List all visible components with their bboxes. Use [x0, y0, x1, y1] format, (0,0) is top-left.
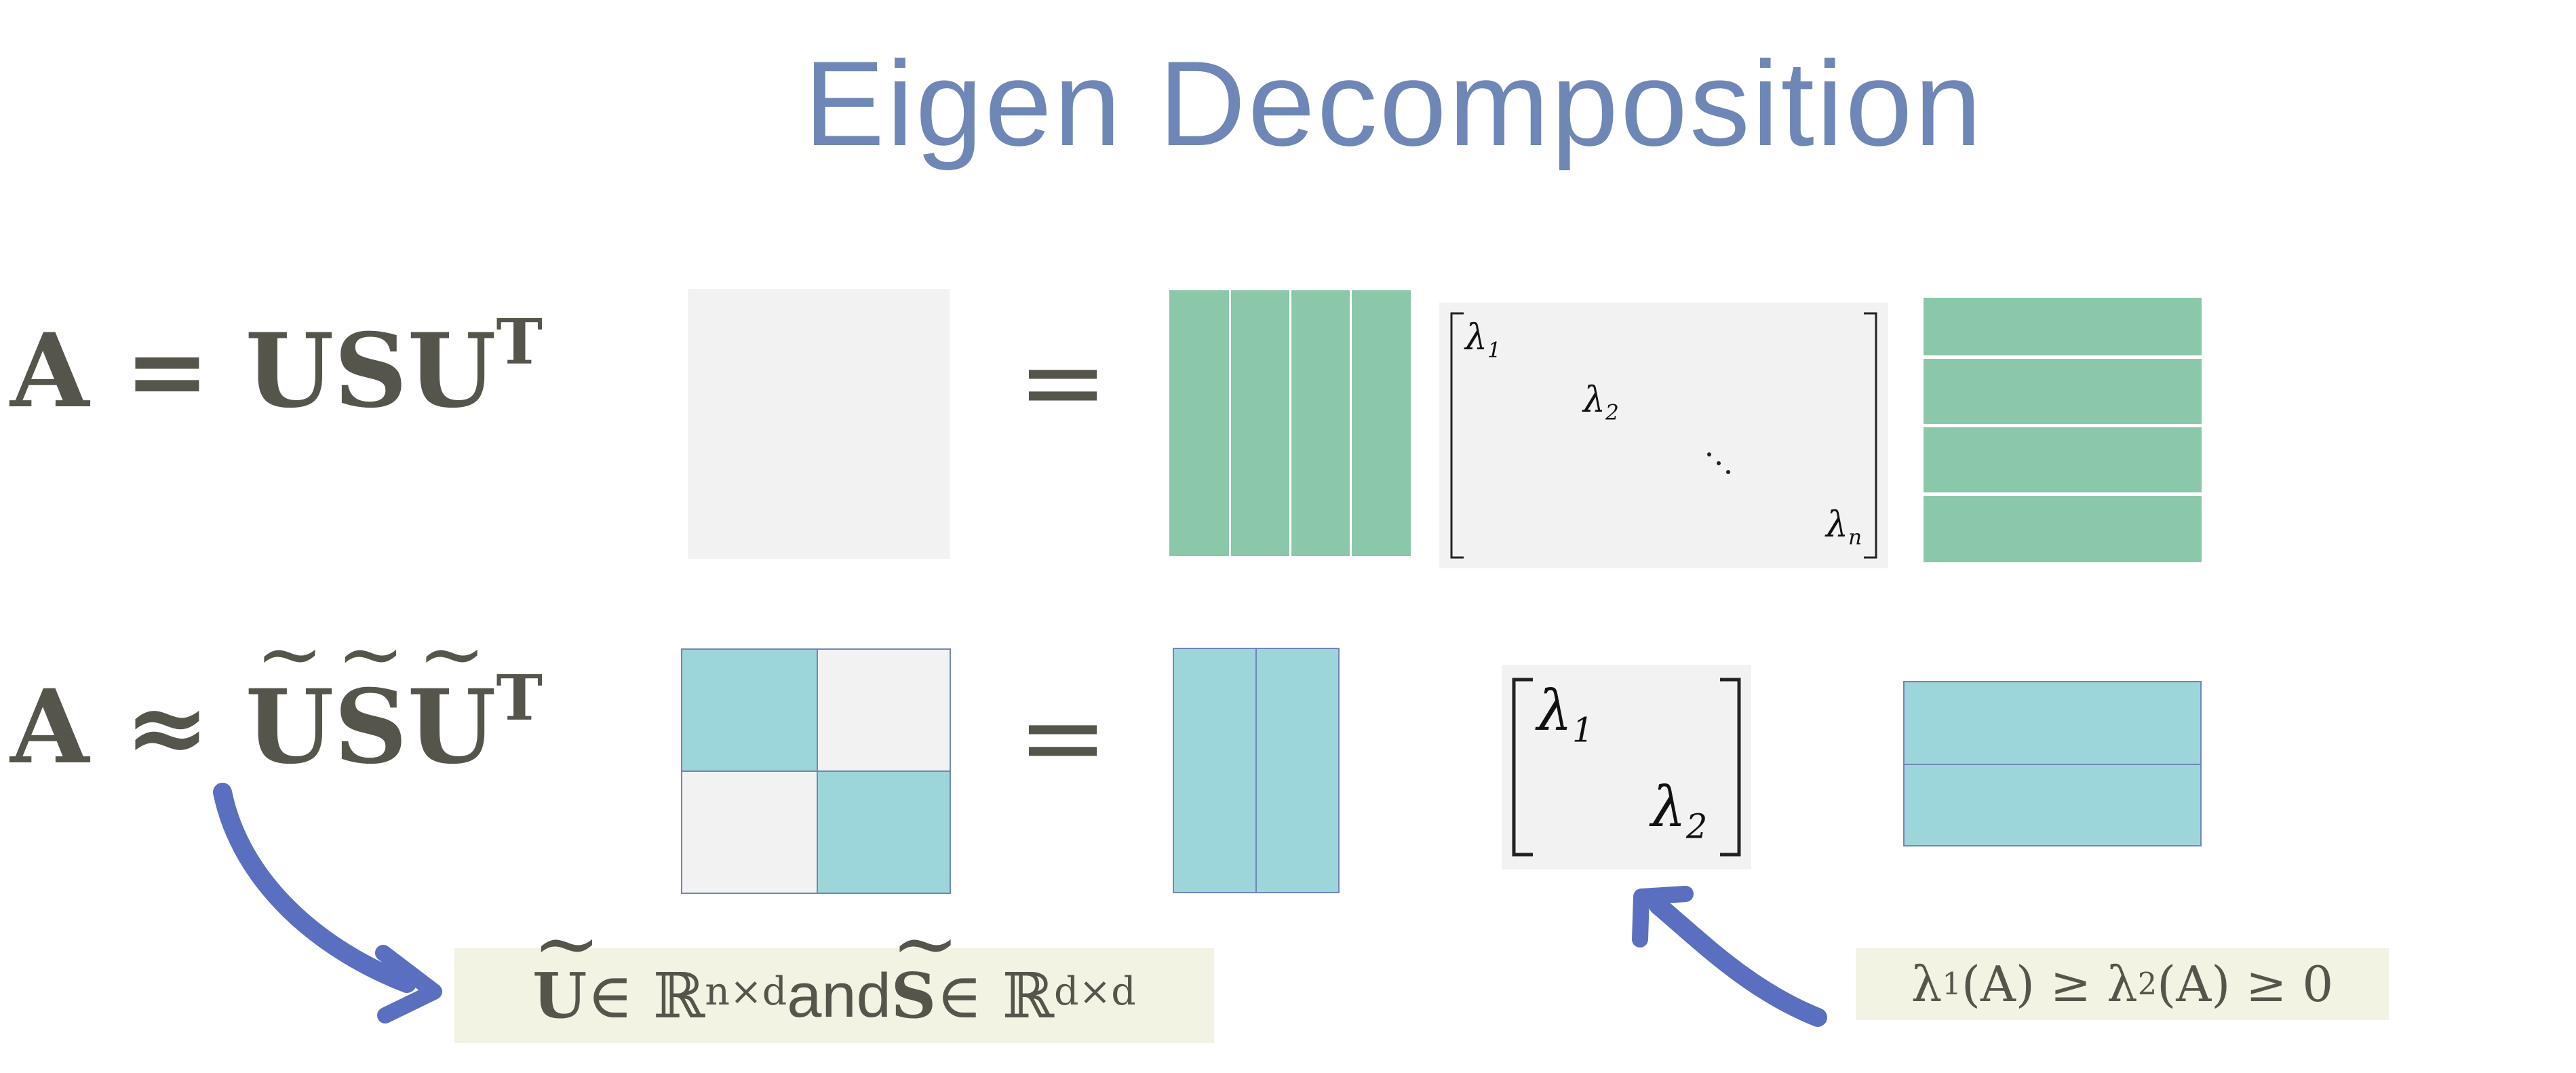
block-bottom-right	[817, 772, 950, 893]
column-divider	[1255, 649, 1257, 892]
transpose-superscript: T	[496, 661, 543, 735]
note-dimensions: U ∈ ℝn×d and S ∈ ℝd×d	[454, 897, 1214, 1043]
inequality-text: (A) ≥ 0	[2157, 956, 2334, 1013]
block-top-left	[682, 650, 817, 770]
column-divider	[1350, 290, 1352, 556]
equals-sign-1: =	[1017, 318, 1109, 445]
s-tilde: S	[334, 614, 408, 778]
matrix-brackets	[1450, 312, 1877, 559]
matrix-u-columns	[1169, 290, 1411, 556]
lambda-n-label: λn	[1826, 505, 1862, 550]
matrix-a-blocks	[681, 648, 951, 894]
equation-approx: A ≈ USUT	[10, 614, 543, 778]
matrix-ut-rows	[1924, 298, 2202, 562]
equation-full: A = USUT	[10, 311, 543, 422]
matrix-s-diagonal: λ1 λ2 λn	[1439, 303, 1888, 568]
ellipsis-dot	[1717, 461, 1721, 465]
matrix-a-full	[688, 289, 950, 559]
dimension-n-by-d: n×d	[705, 969, 787, 1014]
equation-full-main: A = USU	[10, 311, 496, 431]
page-title: Eigen Decomposition	[804, 36, 1984, 171]
block-divider-h	[682, 770, 950, 772]
row-divider	[1924, 355, 2202, 359]
block-bottom-left	[682, 772, 817, 893]
matrix-ut-tilde	[1903, 681, 2202, 846]
set-membership: ∈ ℝ	[587, 959, 705, 1032]
ellipsis-dot	[1707, 452, 1711, 456]
column-divider	[1229, 290, 1231, 556]
conjunction-text: and	[787, 960, 891, 1030]
arrow-left-icon	[213, 783, 442, 1023]
matrix-u-tilde	[1173, 648, 1340, 893]
subscript: 1	[1942, 967, 1962, 1002]
u-tilde: U	[246, 614, 334, 778]
subscript: 2	[2137, 967, 2158, 1002]
transpose-superscript: T	[496, 305, 543, 378]
matrix-brackets	[1512, 678, 1741, 857]
equals-sign-2: =	[1017, 674, 1109, 800]
lambda-symbol: λ	[1911, 956, 1943, 1013]
lambda-2-label: λ2	[1583, 380, 1619, 425]
column-divider	[1289, 290, 1291, 556]
inequality-text: (A) ≥ λ	[1961, 956, 2138, 1013]
lambda-2-label: λ2	[1651, 775, 1708, 846]
u-tilde: U	[532, 897, 587, 1032]
row-divider	[1924, 492, 2202, 496]
u-tilde-transpose: U	[408, 614, 496, 778]
dimension-d-by-d: d×d	[1054, 969, 1136, 1014]
s-tilde: S	[891, 897, 937, 1032]
row-divider	[1905, 764, 2200, 765]
arrow-right-icon	[1632, 886, 1827, 1027]
row-divider	[1924, 424, 2202, 427]
approx-lhs: A ≈	[10, 667, 246, 787]
block-top-right	[817, 650, 950, 770]
lambda-1-label: λ1	[1465, 317, 1501, 363]
lambda-1-label: λ1	[1537, 679, 1594, 750]
ellipsis-dot	[1726, 470, 1730, 474]
matrix-s-tilde: λ1 λ2	[1502, 665, 1751, 870]
